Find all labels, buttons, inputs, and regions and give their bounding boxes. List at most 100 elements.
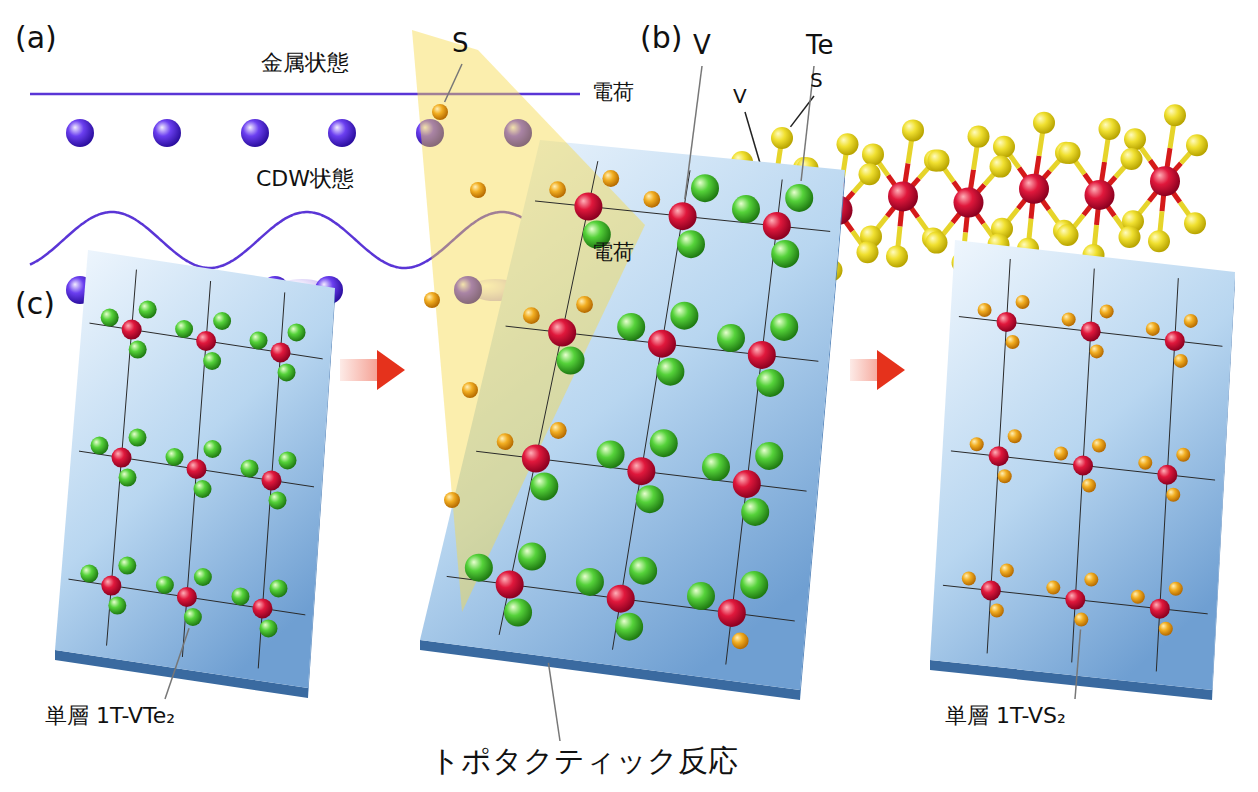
s-atom	[1148, 230, 1170, 252]
v-atom	[1073, 456, 1093, 476]
chalcogen-atom	[1138, 456, 1152, 470]
chalcogen-atom	[962, 571, 976, 585]
chalcogen-atom	[1100, 304, 1114, 318]
chalcogen-atom	[213, 312, 231, 330]
atom-sphere	[241, 119, 269, 147]
s-atom	[1057, 224, 1079, 246]
chalcogen-atom	[1159, 622, 1173, 636]
v-atom	[997, 312, 1017, 332]
v-atom	[187, 459, 207, 479]
panel-letter: (b)	[640, 20, 682, 56]
sample-label: 単層 1T-VTe₂	[45, 703, 175, 729]
chalcogen-atom	[1092, 439, 1106, 453]
v-atom	[1081, 321, 1101, 341]
panel-c	[55, 30, 1235, 741]
chalcogen-atom	[576, 568, 604, 596]
s-atom	[990, 156, 1012, 178]
text-label: CDW状態	[256, 166, 354, 192]
s-atom	[837, 133, 859, 155]
s-atom	[523, 307, 540, 324]
s-atom	[1184, 212, 1206, 234]
v-atom	[496, 570, 524, 598]
v-atom	[1165, 331, 1185, 351]
v-atom	[1157, 465, 1177, 485]
chalcogen-atom	[101, 309, 119, 327]
v-atom	[607, 585, 635, 613]
chalcogen-atom	[755, 442, 783, 470]
s-atom	[602, 170, 619, 187]
text-label: V	[733, 84, 747, 108]
chalcogen-atom	[1006, 335, 1020, 349]
chalcogen-atom	[629, 557, 657, 585]
v-atom	[112, 448, 132, 468]
chalcogen-atom	[288, 323, 306, 341]
chalcogen-atom	[1184, 314, 1198, 328]
chalcogen-atom	[203, 352, 221, 370]
chalcogen-atom	[656, 358, 684, 386]
v-atom	[271, 342, 291, 362]
chalcogen-atom	[677, 230, 705, 258]
chalcogen-atom	[636, 485, 664, 513]
text-label: 電荷	[592, 240, 634, 265]
s-atom	[902, 119, 924, 141]
s-atom	[550, 422, 567, 439]
chalcogen-atom	[1000, 563, 1014, 577]
chalcogen-atom	[250, 331, 268, 349]
s-atom	[462, 382, 478, 398]
chalcogen-atom	[741, 498, 769, 526]
chalcogen-atom	[785, 184, 813, 212]
chalcogen-atom	[194, 480, 212, 498]
chalcogen-atom	[278, 363, 296, 381]
chalcogen-atom	[1169, 582, 1183, 596]
substrate-tile	[930, 240, 1235, 690]
v-atom	[252, 598, 272, 618]
panel-letter: (a)	[15, 20, 57, 56]
text-label: S	[810, 68, 823, 92]
chalcogen-atom	[241, 459, 259, 477]
chalcogen-atom	[670, 302, 698, 330]
chalcogen-atom	[204, 440, 222, 458]
chalcogen-atom	[504, 598, 532, 626]
chalcogen-atom	[756, 369, 784, 397]
v-atom	[627, 457, 655, 485]
s-atom	[1186, 134, 1208, 156]
leader-line	[1075, 630, 1081, 699]
chalcogen-atom	[259, 619, 277, 637]
chalcogen-atom	[1008, 429, 1022, 443]
sample-label: 単層 1T-VS₂	[945, 703, 1066, 729]
s-atom	[862, 143, 884, 165]
v-atom	[1019, 174, 1049, 204]
chalcogen-atom	[998, 469, 1012, 483]
chalcogen-atom	[650, 429, 678, 457]
chalcogen-atom	[740, 571, 768, 599]
s-atom	[1059, 142, 1081, 164]
s-atom	[928, 150, 950, 172]
atom-sphere	[328, 119, 356, 147]
s-atom	[424, 292, 440, 308]
s-atom	[993, 136, 1015, 158]
s-atom	[444, 492, 460, 508]
s-atom	[926, 232, 948, 254]
v-atom	[989, 446, 1009, 466]
s-atom	[1119, 226, 1141, 248]
atom-sphere	[66, 119, 94, 147]
chalcogen-atom	[139, 301, 157, 319]
chalcogen-atom	[194, 568, 212, 586]
chalcogen-atom	[978, 303, 992, 317]
substrate-tile	[55, 250, 335, 688]
chalcogen-atom	[1054, 447, 1068, 461]
s-atom	[771, 127, 793, 149]
chalcogen-atom	[1082, 479, 1096, 493]
reaction-arrow	[850, 359, 877, 381]
chalcogen-atom	[465, 554, 493, 582]
v-atom	[981, 580, 1001, 600]
chalcogen-atom	[175, 320, 193, 338]
s-atom	[859, 163, 881, 185]
chalcogen-atom	[702, 453, 730, 481]
chalcogen-atom	[1074, 613, 1088, 627]
s-atom	[857, 241, 879, 263]
v-atom	[1150, 599, 1170, 619]
s-atom	[1121, 148, 1143, 170]
v-atom	[548, 318, 576, 346]
